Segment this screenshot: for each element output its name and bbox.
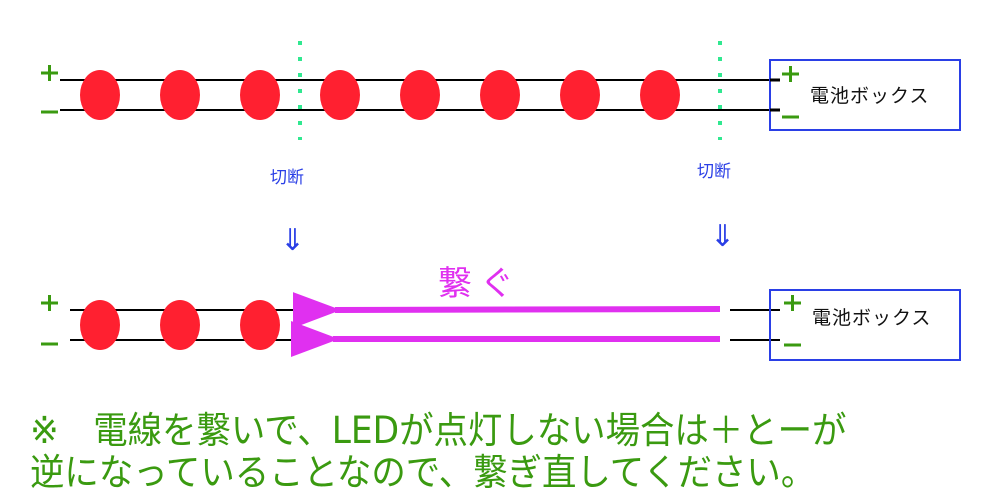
top-battery-box <box>769 59 961 131</box>
plus-icon <box>41 295 58 311</box>
led <box>640 70 680 120</box>
note-line-2: 逆になっていることなので、繋ぎ直してください。 <box>30 451 816 494</box>
top-leds <box>80 70 680 120</box>
cut-label-right: 切断 <box>697 162 731 182</box>
connect-arrow-positive <box>292 292 721 329</box>
top-led-strip <box>60 41 961 140</box>
bottom-battery-box-label: 電池ボックス <box>812 307 932 329</box>
bottom-led-strip <box>70 289 961 361</box>
bottom-battery-box <box>769 289 961 361</box>
led <box>480 70 520 120</box>
plus-icon <box>41 65 58 81</box>
cut-label-left: 切断 <box>270 168 304 188</box>
plus-icon <box>782 66 799 82</box>
led <box>160 70 200 120</box>
led <box>240 70 280 120</box>
led <box>400 70 440 120</box>
down-arrow-icon: ⇓ <box>710 219 736 254</box>
led <box>240 300 280 350</box>
note-line-1: ※ 電線を繋いで、LEDが点灯しない場合は＋とーが <box>30 409 847 452</box>
plus-icon <box>784 295 801 311</box>
polarity-marks <box>41 65 801 347</box>
connect-label: 繋ぐ <box>438 264 522 304</box>
top-battery-box-label: 電池ボックス <box>810 85 930 107</box>
led <box>560 70 600 120</box>
led <box>160 300 200 350</box>
led <box>80 300 120 350</box>
bottom-leds <box>80 300 280 350</box>
led <box>320 70 360 120</box>
down-arrow-icon: ⇓ <box>280 223 306 258</box>
led <box>80 70 120 120</box>
